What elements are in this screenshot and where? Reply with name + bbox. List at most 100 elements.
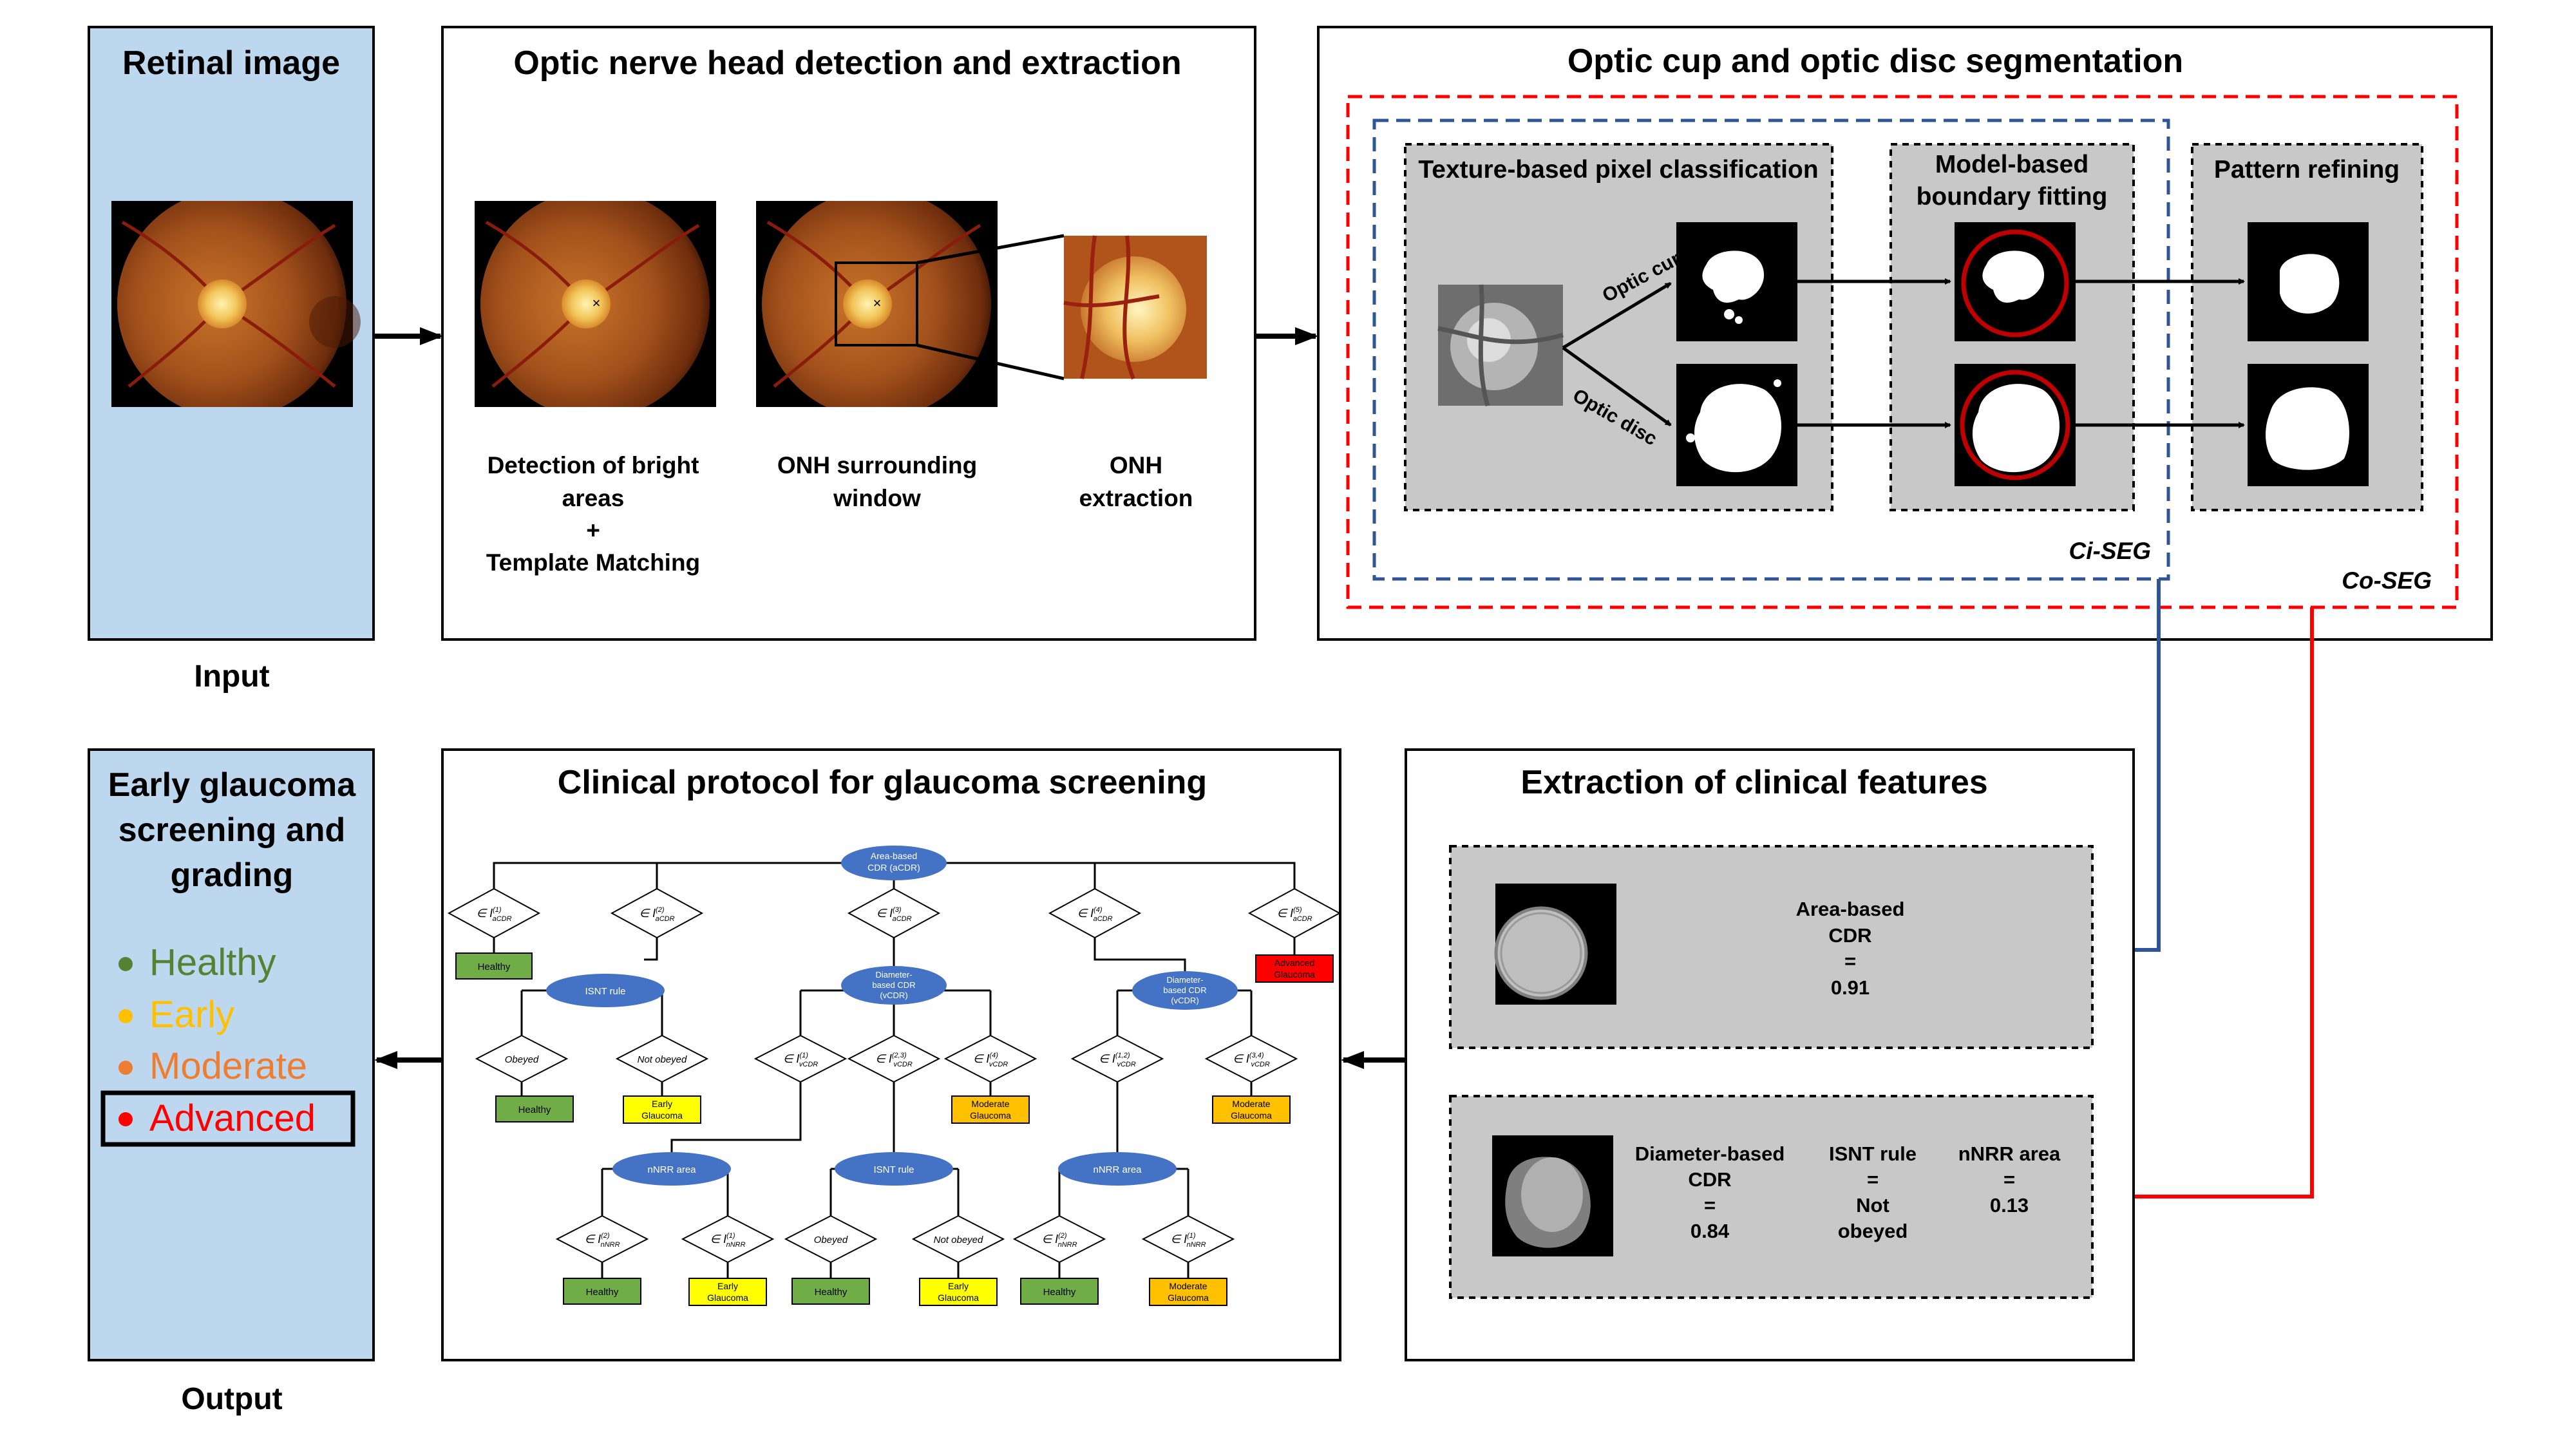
svg-text:Moderate: Moderate bbox=[1169, 1281, 1207, 1291]
input-caption: Input bbox=[194, 659, 269, 694]
zoom-line-top bbox=[916, 234, 1065, 265]
onh-step1-caption: Detection of bright areas + Template Mat… bbox=[486, 452, 700, 576]
svg-text:Obeyed: Obeyed bbox=[505, 1054, 539, 1065]
svg-text:ONH surrounding: ONH surrounding bbox=[777, 452, 977, 478]
grade-healthy: Healthy bbox=[118, 942, 276, 983]
tree-vcdr-interval-4: ∈ I(4)vCDR bbox=[943, 1034, 1037, 1083]
svg-text:Moderate: Moderate bbox=[1232, 1099, 1270, 1109]
tree-acdr-interval-2: ∈ I(2)aCDR bbox=[610, 887, 704, 939]
retinal-image bbox=[111, 187, 361, 426]
svg-text:CDR: CDR bbox=[1688, 1168, 1731, 1191]
grade-early: Early bbox=[118, 994, 234, 1036]
svg-text:∈ I(3)aCDR: ∈ I(3)aCDR bbox=[876, 906, 911, 923]
tree-vcdr-2: Diameter- based CDR (vCDR) bbox=[1132, 971, 1238, 1010]
tree-obeyed-1: Obeyed bbox=[475, 1034, 569, 1083]
cup-mask-raw bbox=[1676, 222, 1797, 341]
tree-nnrr-interval-2b: ∈ I(2)nNRR bbox=[1012, 1215, 1106, 1264]
svg-text:obeyed: obeyed bbox=[1838, 1220, 1908, 1242]
tree-acdr-interval-3: ∈ I(3)aCDR bbox=[847, 887, 941, 939]
tree-outcome-healthy-4: Healthy bbox=[791, 1278, 870, 1305]
tree-outcome-moderate-1: Moderate Glaucoma bbox=[951, 1095, 1030, 1124]
segmentation-panel: Optic cup and optic disc segmentation Te… bbox=[1317, 26, 2493, 641]
svg-text:Not obeyed: Not obeyed bbox=[934, 1235, 983, 1245]
svg-text:Template Matching: Template Matching bbox=[486, 549, 700, 576]
svg-text:Area-based: Area-based bbox=[871, 851, 917, 861]
tree-nnrr-area-2: nNRR area bbox=[1058, 1152, 1177, 1186]
onh-step2-caption: ONH surrounding window bbox=[777, 452, 977, 511]
svg-text:∈ I(4)vCDR: ∈ I(4)vCDR bbox=[973, 1052, 1009, 1068]
svg-text:(vCDR): (vCDR) bbox=[1171, 996, 1198, 1005]
co-seg-connector bbox=[2093, 607, 2314, 1204]
svg-text:Not: Not bbox=[1856, 1194, 1889, 1217]
svg-text:∈ I(5)aCDR: ∈ I(5)aCDR bbox=[1276, 906, 1312, 923]
svg-text:0.84: 0.84 bbox=[1690, 1220, 1730, 1242]
tree-acdr-interval-4: ∈ I(4)aCDR bbox=[1048, 887, 1142, 939]
svg-text:=: = bbox=[1844, 950, 1856, 972]
onh-panel-title: Optic nerve head detection and extractio… bbox=[513, 44, 1181, 82]
tree-acdr-interval-1: ∈ I(1)aCDR bbox=[447, 887, 541, 939]
svg-text:∈ I(1)aCDR: ∈ I(1)aCDR bbox=[476, 906, 511, 923]
svg-text:=: = bbox=[1704, 1194, 1716, 1217]
svg-text:Diameter-based: Diameter-based bbox=[1635, 1142, 1785, 1165]
svg-text:∈ I(2)nNRR: ∈ I(2)nNRR bbox=[584, 1232, 620, 1249]
svg-text:Early: Early bbox=[149, 994, 234, 1036]
svg-text:extraction: extraction bbox=[1079, 485, 1193, 511]
diameter-cdr-image bbox=[1492, 1135, 1613, 1256]
tree-acdr-interval-5: ∈ I(5)aCDR bbox=[1247, 887, 1341, 939]
tree-nnrr-area-1: nNRR area bbox=[612, 1152, 731, 1186]
pattern-title: Pattern refining bbox=[2214, 156, 2400, 184]
svg-text:ONH: ONH bbox=[1110, 452, 1162, 478]
model-title-line2: boundary fitting bbox=[1917, 183, 2108, 211]
svg-text:Healthy: Healthy bbox=[478, 961, 511, 972]
svg-text:nNRR area: nNRR area bbox=[647, 1164, 696, 1175]
output-title-line3: grading bbox=[171, 857, 294, 894]
decision-tree: Area-based CDR (aCDR) ∈ I(1)aCDR ∈ I(2)a… bbox=[447, 846, 1341, 1306]
tree-not-obeyed-2: Not obeyed bbox=[911, 1215, 1005, 1264]
arrow-to-cup-mask bbox=[1562, 281, 1672, 350]
features-panel-title: Extraction of clinical features bbox=[1520, 764, 1987, 801]
input-panel-title: Retinal image bbox=[122, 44, 340, 82]
svg-text:Glaucoma: Glaucoma bbox=[938, 1293, 979, 1303]
grayscale-onh-image bbox=[1437, 284, 1564, 406]
svg-text:Moderate: Moderate bbox=[971, 1099, 1009, 1109]
tree-isnt-rule-2: ISNT rule bbox=[835, 1152, 953, 1186]
input-panel: Retinal image Input bbox=[88, 26, 375, 694]
tree-nnrr-interval-1b: ∈ I(1)nNRR bbox=[1141, 1215, 1235, 1264]
svg-text:Diameter-: Diameter- bbox=[875, 970, 912, 980]
onh-window-box bbox=[835, 261, 918, 346]
cup-fit-image bbox=[1955, 222, 2076, 341]
svg-text:+: + bbox=[586, 517, 600, 544]
onh-panel: Optic nerve head detection and extractio… bbox=[441, 26, 1256, 641]
tree-outcome-early-1: Early Glaucoma bbox=[623, 1095, 701, 1124]
svg-text:∈ I(4)aCDR: ∈ I(4)aCDR bbox=[1077, 906, 1112, 923]
svg-text:∈ I(1,2)vCDR: ∈ I(1,2)vCDR bbox=[1099, 1052, 1136, 1068]
svg-text:Glaucoma: Glaucoma bbox=[1231, 1110, 1272, 1121]
advanced-highlight-box bbox=[100, 1090, 355, 1147]
co-seg-region bbox=[1346, 95, 2459, 609]
tree-outcome-early-2: Early Glaucoma bbox=[688, 1278, 767, 1306]
svg-text:Area-based: Area-based bbox=[1796, 898, 1905, 920]
output-caption: Output bbox=[181, 1382, 282, 1416]
svg-text:Healthy: Healthy bbox=[149, 942, 276, 983]
svg-text:Healthy: Healthy bbox=[586, 1287, 619, 1298]
tree-root-acdr: Area-based CDR (aCDR) bbox=[841, 846, 947, 880]
svg-text:Detection of bright: Detection of bright bbox=[488, 452, 699, 478]
svg-text:Healthy: Healthy bbox=[1043, 1287, 1076, 1298]
disc-fit-image bbox=[1955, 364, 2076, 486]
tree-isnt-rule-1: ISNT rule bbox=[546, 974, 665, 1007]
disc-refined-image bbox=[2248, 364, 2369, 486]
svg-text:∈ I(3,4)vCDR: ∈ I(3,4)vCDR bbox=[1233, 1052, 1270, 1068]
area-cdr-value: Area-based CDR = 0.91 bbox=[1796, 898, 1905, 999]
svg-text:Glaucoma: Glaucoma bbox=[707, 1293, 748, 1303]
arrow-to-disc-mask bbox=[1562, 346, 1672, 427]
protocol-panel-title: Clinical protocol for glaucoma screening bbox=[558, 764, 1207, 801]
grade-advanced: Advanced bbox=[100, 1090, 355, 1147]
tree-vcdr-1: Diameter- based CDR (vCDR) bbox=[841, 966, 947, 1005]
svg-text:nNRR area: nNRR area bbox=[1093, 1164, 1142, 1175]
svg-text:Advanced: Advanced bbox=[1274, 958, 1314, 968]
svg-text:=: = bbox=[1867, 1168, 1879, 1191]
svg-text:∈ I(2)aCDR: ∈ I(2)aCDR bbox=[639, 906, 674, 923]
svg-text:∈ I(1)vCDR: ∈ I(1)vCDR bbox=[783, 1052, 819, 1068]
svg-text:(vCDR): (vCDR) bbox=[880, 990, 907, 1000]
